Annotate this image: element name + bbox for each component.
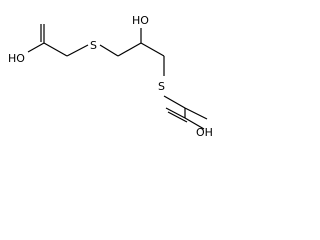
skeletal-formula: HO S HO S OH (8, 14, 213, 139)
bond-lines (27, 24, 208, 130)
atom-s-left: S (90, 39, 97, 52)
bond-c4-c5 (140, 42, 165, 57)
atom-ho-middle: HO (132, 14, 149, 27)
bond-s-right-c6 (163, 95, 186, 109)
bond-s-left-c3 (99, 44, 119, 57)
structure-canvas: HO S HO S OH (0, 0, 234, 154)
bond-c1-c2 (43, 42, 68, 57)
bond-c3-c4 (117, 42, 142, 57)
atom-oh-bottom-right: OH (196, 126, 213, 139)
bond-c7-o-double-b (167, 111, 188, 123)
bond-oh-c1 (27, 42, 45, 53)
atom-ho-top-left: HO (8, 52, 25, 65)
bond-c7-oh (184, 117, 205, 130)
bond-c2-s-left (66, 44, 89, 57)
bond-c7-link (184, 107, 208, 120)
atom-s-right: S (158, 80, 165, 93)
bond-c7-o-double-a (165, 107, 186, 119)
